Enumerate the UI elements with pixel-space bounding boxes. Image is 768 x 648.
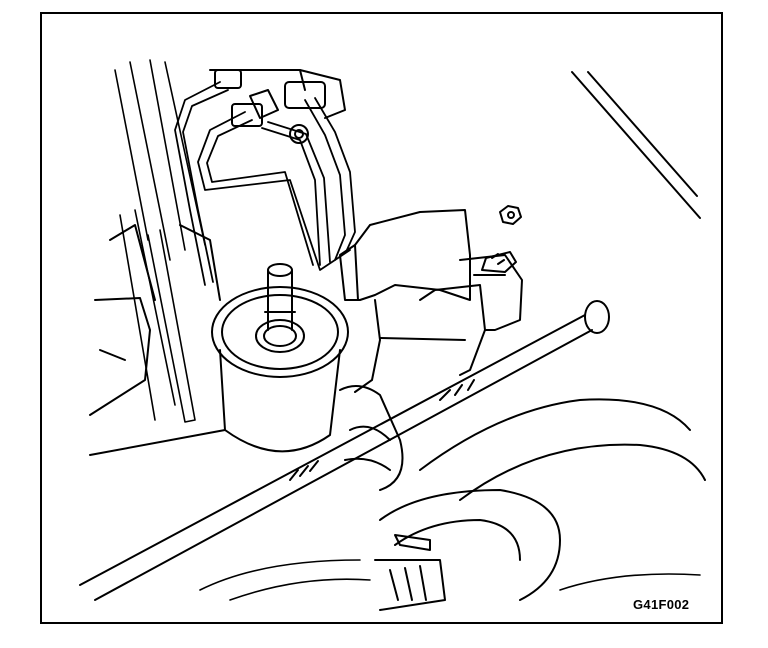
hose-clamp: [374, 534, 446, 611]
filter-clamp-bracket: [339, 209, 523, 393]
loose-nut: [499, 205, 522, 225]
line-fittings: [214, 69, 326, 144]
body-panel-edge-lines: [571, 71, 701, 219]
lower-housing: [89, 224, 226, 456]
fuel-lines: [174, 81, 356, 286]
fuel-filter: [211, 263, 349, 453]
upper-bracket: [209, 69, 346, 119]
bracket-bolt: [481, 251, 517, 273]
frame-rails: [114, 59, 206, 423]
figure-id-label: G41F002: [633, 597, 690, 612]
tie-rod: [79, 300, 610, 601]
air-duct: [339, 385, 706, 601]
lower-body-lines: [199, 559, 701, 601]
